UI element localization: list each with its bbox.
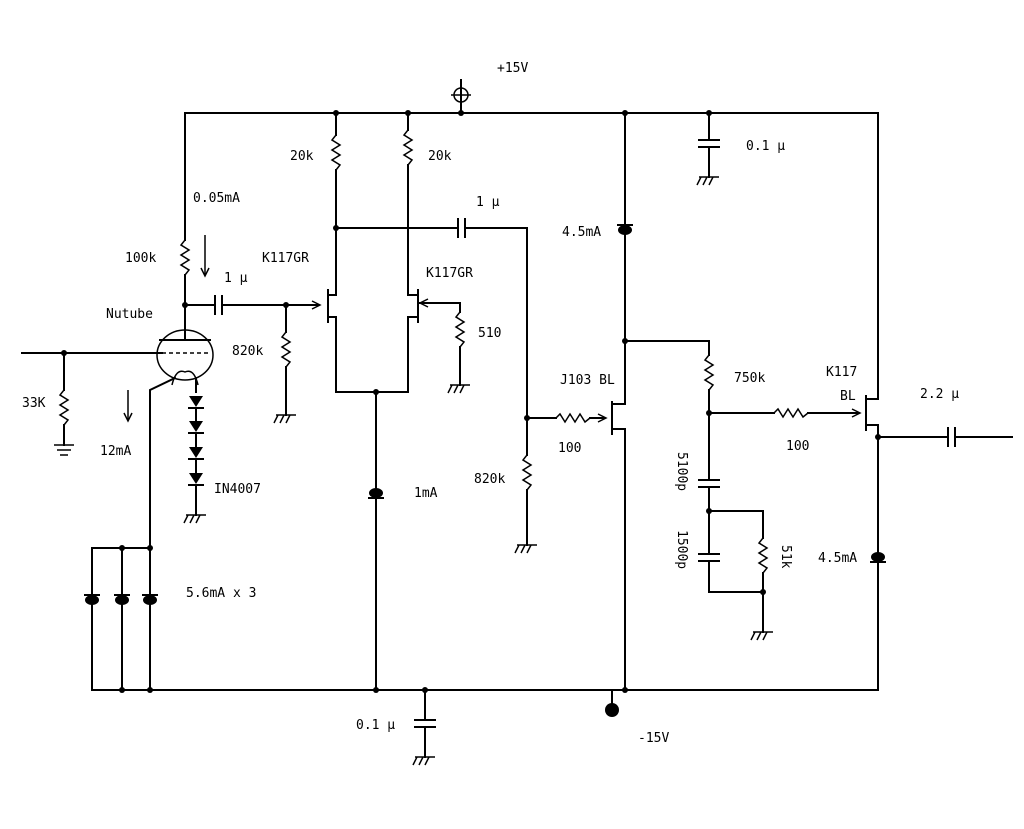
resistor-33k-label: 33K [22, 396, 46, 411]
current-005ma-label: 0.05mA [193, 191, 240, 206]
capacitor-22u-output-label: 2.2 µ [920, 387, 959, 402]
current-56ma-label: 5.6mA x 3 [186, 586, 256, 601]
resistor-51k-label: 51k [778, 545, 793, 569]
resistor-510-label: 510 [478, 326, 501, 341]
capacitor-01u-top-label: 0.1 µ [746, 139, 785, 154]
current-12ma-label: 12mA [100, 444, 131, 459]
current-arrow-12ma: 12mA [100, 390, 133, 459]
jfet-j103bl: J103 BL [560, 373, 626, 435]
current-source-1ma: 1mA [368, 391, 438, 691]
resistor-100k-label: 100k [125, 251, 156, 266]
positive-supply-terminal: +15V [451, 61, 528, 116]
resistor-820k-j103-label: 820k [474, 472, 505, 487]
resistor-20k-right: 20k [402, 112, 452, 296]
current-arrow-005ma: 0.05mA [193, 191, 240, 278]
resistor-820k-gate-label: 820k [232, 344, 263, 359]
diode-in4007-label: IN4007 [214, 482, 261, 497]
current-1ma-label: 1mA [414, 486, 438, 501]
capacitor-1u-grid-label: 1 µ [224, 271, 248, 286]
capacitor-5100p-label: 5100p [674, 452, 689, 491]
capacitor-01u-bottom-label: 0.1 µ [356, 718, 395, 733]
resistor-820k-gate: 820k [232, 304, 296, 424]
capacitor-01u-bottom: 0.1 µ [356, 689, 436, 766]
capacitor-1500p-label: 1500p [674, 530, 689, 569]
current-sources-56ma-x3: 5.6mA x 3 [84, 547, 256, 691]
resistor-20k-right-label: 20k [428, 149, 452, 164]
current-45ma-bottom-label: 4.5mA [818, 551, 857, 566]
current-source-45ma-top: 4.5mA [562, 224, 633, 240]
jfet-k117bl: K117 BL [826, 365, 879, 431]
positive-supply-label: +15V [497, 61, 528, 76]
current-45ma-top-label: 4.5mA [562, 225, 601, 240]
nutube-label: Nutube [106, 307, 153, 322]
capacitor-5100p: 5100p [674, 452, 720, 553]
resistor-51k: 51k [708, 510, 793, 641]
capacitor-1u-top: 1 µ [335, 195, 528, 419]
resistor-750k: 750k [624, 340, 765, 479]
resistor-100-gate-k117: 100 [708, 407, 862, 454]
capacitor-1500p: 1500p [674, 530, 764, 593]
jfet-k117gr-right: K117GR [407, 266, 473, 393]
resistor-20k-left: 20k [290, 112, 342, 296]
resistor-820k-j103: 820k [474, 417, 537, 554]
resistor-100k: 100k [125, 239, 191, 341]
jfet-j103bl-label: J103 BL [560, 373, 615, 388]
jfet-bl-label: BL [840, 389, 856, 404]
capacitor-1u-top-label: 1 µ [476, 195, 500, 210]
resistor-510: 510 [447, 302, 501, 394]
negative-supply-label: -15V [638, 731, 669, 746]
capacitor-01u-top: 0.1 µ [696, 112, 785, 186]
resistor-33k: 33K [22, 352, 74, 456]
resistor-100-gate-j103-label: 100 [558, 441, 581, 456]
jfet-k117gr-left: K117GR [262, 251, 337, 393]
nutube-triode: Nutube [106, 307, 214, 386]
resistor-750k-label: 750k [734, 371, 765, 386]
capacitor-1u-grid: 1 µ [184, 271, 322, 315]
current-source-45ma-bottom: 4.5mA [818, 551, 886, 566]
jfet-k117-label: K117 [826, 365, 857, 380]
resistor-20k-left-label: 20k [290, 149, 314, 164]
diode-string-in4007: IN4007 [183, 396, 261, 524]
resistor-100-gate-j103: 100 [526, 412, 608, 456]
jfet-k117gr-right-label: K117GR [426, 266, 473, 281]
negative-supply-terminal: -15V [605, 689, 669, 746]
jfet-k117gr-left-label: K117GR [262, 251, 309, 266]
capacitor-22u-output: 2.2 µ [877, 387, 1013, 447]
resistor-100-gate-k117-label: 100 [786, 439, 809, 454]
